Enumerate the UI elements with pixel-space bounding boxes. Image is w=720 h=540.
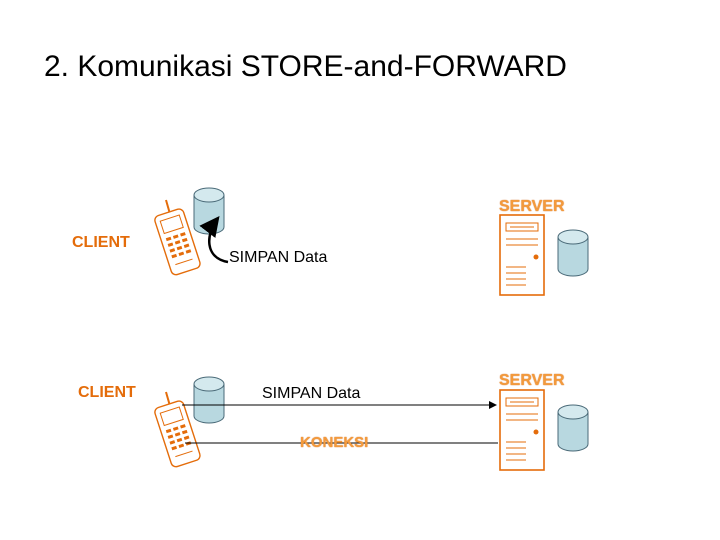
server-1-database-icon bbox=[557, 229, 589, 277]
store-data-label-2: SIMPAN Data bbox=[262, 385, 361, 402]
server-2-icon bbox=[499, 389, 545, 471]
client-label-1: CLIENT bbox=[72, 234, 130, 251]
server-label-2: SERVER bbox=[499, 372, 565, 389]
client-label-2: CLIENT bbox=[78, 384, 136, 401]
client-1-database-icon bbox=[193, 187, 225, 235]
server-1-icon bbox=[499, 214, 545, 296]
server-2-database-icon bbox=[557, 404, 589, 452]
client-2-database-icon bbox=[193, 376, 225, 424]
store-data-label-1: SIMPAN Data bbox=[229, 249, 328, 266]
store-data-arrow-1 bbox=[199, 216, 229, 264]
connection-label: KONEKSI bbox=[300, 434, 369, 451]
page-title: 2. Komunikasi STORE-and-FORWARD bbox=[44, 50, 567, 83]
server-label-1: SERVER bbox=[499, 198, 565, 215]
